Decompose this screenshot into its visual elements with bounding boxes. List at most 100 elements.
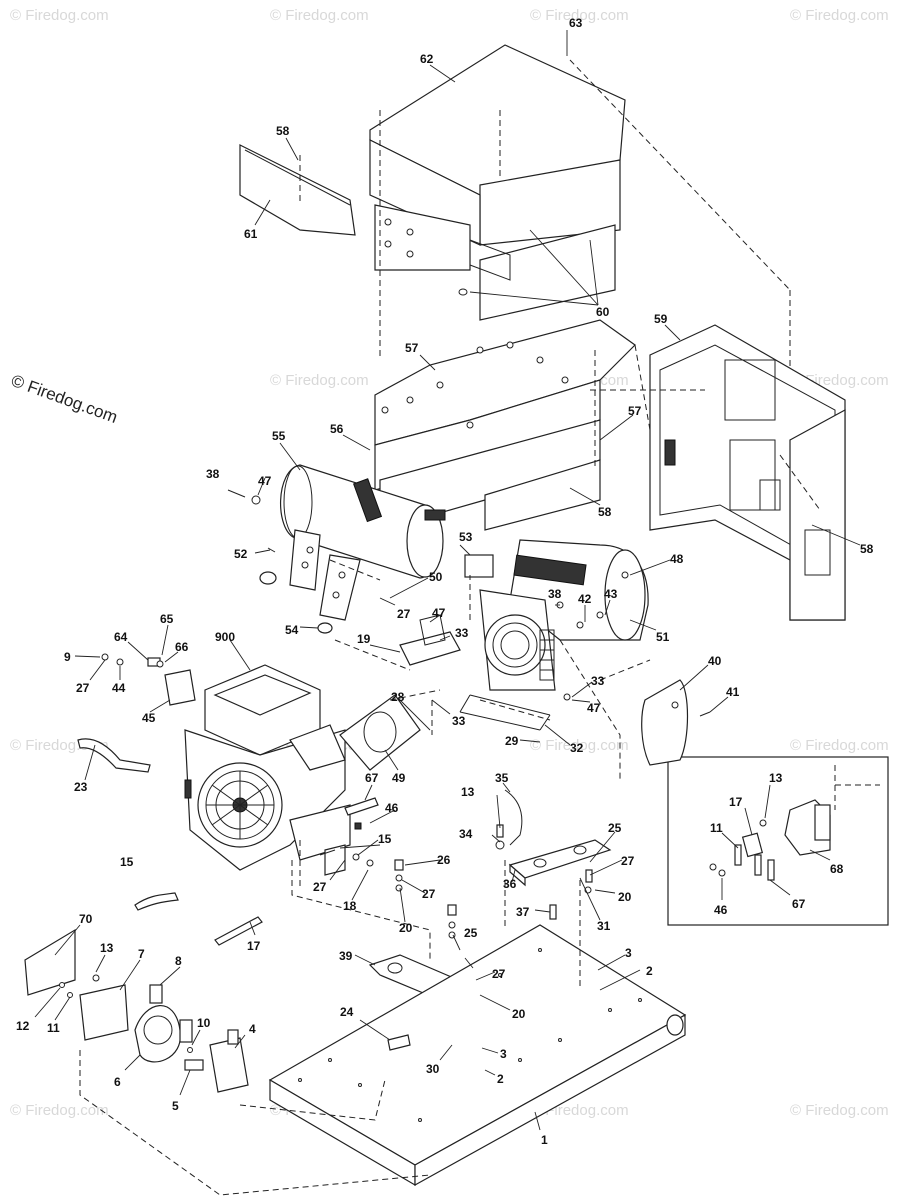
watermark-faint: © Firedog.com [790, 7, 889, 24]
callout-67: 67 [792, 897, 806, 911]
cable-35 [504, 789, 523, 846]
callout-49: 49 [392, 771, 406, 785]
roof-side-panel [369, 139, 481, 246]
callout-33: 33 [455, 626, 469, 640]
callout-19: 19 [357, 632, 371, 646]
callout-46: 46 [385, 801, 399, 815]
callout-68: 68 [830, 862, 844, 876]
watermark-faint: © Firedog.com [790, 737, 889, 754]
side-cover-40 [641, 679, 711, 766]
bracket-19 [399, 631, 461, 666]
watermark-main: © Firedog.com [9, 371, 120, 427]
callout-11: 11 [710, 821, 723, 835]
watermark-faint: © Firedog.com [270, 7, 369, 24]
callout-27: 27 [76, 681, 90, 695]
callout-38: 38 [548, 587, 562, 601]
callout-3: 3 [500, 1047, 507, 1061]
callout-15: 15 [120, 855, 134, 869]
enclosure-roof-assembly [239, 44, 791, 370]
callout-62: 62 [420, 52, 434, 66]
callout-64: 64 [114, 630, 128, 644]
callout-20: 20 [618, 890, 632, 904]
callout-8: 8 [175, 954, 182, 968]
callout-47: 47 [258, 474, 272, 488]
plate-24 [387, 1034, 411, 1051]
callout-27: 27 [313, 880, 327, 894]
callout-59: 59 [654, 312, 668, 326]
callout-48: 48 [670, 552, 684, 566]
alternator-housing [459, 539, 649, 731]
cable-15 [134, 892, 179, 911]
callout-51: 51 [656, 630, 670, 644]
callout-18: 18 [343, 899, 357, 913]
callout-36: 36 [503, 877, 517, 891]
callout-13: 13 [461, 785, 475, 799]
fitting-5 [184, 1059, 204, 1071]
watermark-faint: © Firedog.com [530, 737, 629, 754]
callout-67: 67 [365, 771, 379, 785]
callout-17: 17 [729, 795, 743, 809]
callout-13: 13 [769, 771, 783, 785]
callout-15: 15 [378, 832, 392, 846]
watermark-faint: © Firedog.com [10, 1102, 109, 1119]
engine-900 [184, 664, 351, 890]
callout-28: 28 [391, 690, 405, 704]
panel-56-lower [484, 459, 601, 531]
callout-58: 58 [860, 542, 874, 556]
callout-6: 6 [114, 1075, 121, 1089]
callout-35: 35 [495, 771, 509, 785]
bracket-45 [101, 653, 196, 706]
callout-41: 41 [726, 685, 740, 699]
callout-70: 70 [79, 912, 93, 926]
callout-60: 60 [596, 305, 610, 319]
plate-7 [79, 984, 129, 1041]
callout-2: 2 [497, 1072, 504, 1086]
callout-47: 47 [432, 606, 446, 620]
callout-55: 55 [272, 429, 286, 443]
muffler-55 [227, 464, 446, 634]
gasket-49 [339, 694, 421, 771]
callout-31: 31 [597, 919, 611, 933]
callout-13: 13 [100, 941, 114, 955]
callout-53: 53 [459, 530, 473, 544]
callout-24: 24 [340, 1005, 354, 1019]
callout-20: 20 [399, 921, 413, 935]
callout-52: 52 [234, 547, 248, 561]
watermark-faint: © Firedog.com [530, 7, 629, 24]
callout-25: 25 [464, 926, 478, 940]
callout-58: 58 [598, 505, 612, 519]
callout-44: 44 [112, 681, 126, 695]
callout-27: 27 [422, 887, 436, 901]
callout-10: 10 [197, 1016, 211, 1030]
callout-5: 5 [172, 1099, 179, 1113]
callout-33: 33 [591, 674, 605, 688]
callout-43: 43 [604, 587, 618, 601]
callout-layer: 63 62 58 61 60 59 57 57 56 58 58 55 38 4… [16, 16, 874, 1147]
fuel-regulator [24, 928, 249, 1093]
callout-27: 27 [492, 967, 506, 981]
leader-lines [34, 30, 861, 1131]
callout-54: 54 [285, 623, 299, 637]
roof-inner-panel [374, 204, 471, 271]
callout-9: 9 [64, 650, 71, 664]
callout-7: 7 [138, 947, 145, 961]
assembly-lines [79, 110, 705, 1196]
label-53 [464, 554, 494, 578]
callout-47: 47 [587, 701, 601, 715]
callout-61: 61 [244, 227, 258, 241]
fuel-line-group [319, 797, 379, 867]
callout-33: 33 [452, 714, 466, 728]
callout-23: 23 [74, 780, 88, 794]
callout-40: 40 [708, 654, 722, 668]
callout-57: 57 [405, 341, 419, 355]
callout-27: 27 [397, 607, 411, 621]
panel-57-assembly [374, 319, 636, 531]
callout-34: 34 [459, 827, 473, 841]
callout-3: 3 [625, 946, 632, 960]
watermark-faint: © Firedog.com [10, 7, 109, 24]
callout-63: 63 [569, 16, 583, 30]
callout-30: 30 [426, 1062, 440, 1076]
callout-25: 25 [608, 821, 622, 835]
callout-50: 50 [429, 570, 443, 584]
